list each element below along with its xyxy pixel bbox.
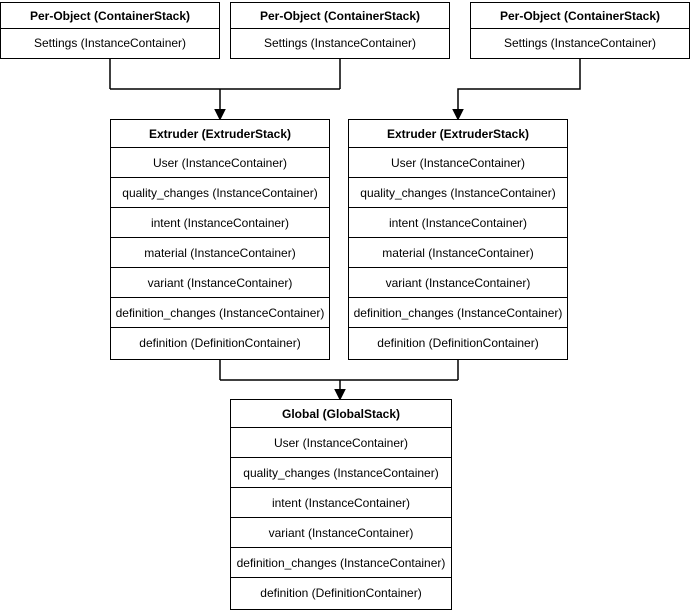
stack-row: intent (InstanceContainer)	[231, 488, 451, 518]
stack-row: quality_changes (InstanceContainer)	[349, 178, 567, 208]
stack-row: variant (InstanceContainer)	[349, 268, 567, 298]
arrowhead-global	[334, 389, 346, 401]
connector-perobject3-to-extruder2	[457, 59, 581, 110]
stack-row: User (InstanceContainer)	[349, 148, 567, 178]
extruder-stack-2: Extruder (ExtruderStack) User (InstanceC…	[348, 119, 568, 360]
stack-row: User (InstanceContainer)	[111, 148, 329, 178]
stack-row: definition (DefinitionContainer)	[139, 336, 301, 350]
stack-row: intent (InstanceContainer)	[111, 208, 329, 238]
stack-row: Settings (InstanceContainer)	[33, 36, 187, 50]
connector-perobject12-to-extruder1	[109, 59, 341, 110]
stack-row: quality_changes (InstanceContainer)	[111, 178, 329, 208]
stack-title: Per-Object (ContainerStack)	[231, 3, 449, 29]
stack-row: Settings (InstanceContainer)	[503, 36, 657, 50]
arrowhead-extruder2	[452, 109, 464, 121]
stack-row: User (InstanceContainer)	[231, 428, 451, 458]
per-object-stack-2: Per-Object (ContainerStack) Settings (In…	[230, 2, 450, 59]
stack-row: quality_changes (InstanceContainer)	[231, 458, 451, 488]
stack-row: variant (InstanceContainer)	[231, 518, 451, 548]
stack-row: definition (DefinitionContainer)	[260, 586, 422, 600]
stack-row: variant (InstanceContainer)	[111, 268, 329, 298]
stack-row: definition (DefinitionContainer)	[377, 336, 539, 350]
global-stack: Global (GlobalStack) User (InstanceConta…	[230, 399, 452, 610]
connector-extruders-to-global	[219, 359, 459, 390]
stack-row: definition_changes (InstanceContainer)	[231, 548, 451, 578]
stack-title: Extruder (ExtruderStack)	[111, 120, 329, 148]
stack-title: Per-Object (ContainerStack)	[1, 3, 219, 29]
stack-title: Global (GlobalStack)	[231, 400, 451, 428]
stack-row: definition_changes (InstanceContainer)	[111, 298, 329, 328]
per-object-stack-1: Per-Object (ContainerStack) Settings (In…	[0, 2, 220, 59]
extruder-stack-1: Extruder (ExtruderStack) User (InstanceC…	[110, 119, 330, 360]
stack-row: intent (InstanceContainer)	[349, 208, 567, 238]
stack-title: Per-Object (ContainerStack)	[471, 3, 689, 29]
per-object-stack-3: Per-Object (ContainerStack) Settings (In…	[470, 2, 690, 59]
stack-row: Settings (InstanceContainer)	[263, 36, 417, 50]
stack-row: material (InstanceContainer)	[349, 238, 567, 268]
stack-title: Extruder (ExtruderStack)	[349, 120, 567, 148]
arrowhead-extruder1	[214, 109, 226, 121]
stack-row: material (InstanceContainer)	[111, 238, 329, 268]
stack-row: definition_changes (InstanceContainer)	[349, 298, 567, 328]
